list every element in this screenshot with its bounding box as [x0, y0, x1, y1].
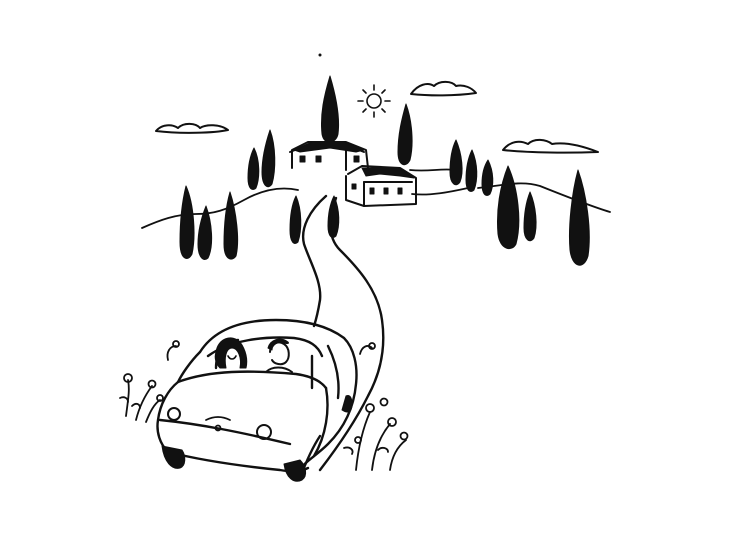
bird-dot	[318, 53, 322, 57]
wildflowers-right	[343, 342, 409, 471]
cypress-trees	[179, 75, 590, 266]
sun-icon	[357, 84, 391, 118]
car-headlights	[167, 407, 272, 440]
vintage-car-with-couple	[156, 318, 358, 482]
cypress-tree	[327, 195, 340, 239]
driver-man	[265, 338, 293, 373]
cypress-tree	[321, 75, 339, 143]
cypress-tree	[179, 185, 195, 259]
cypress-tree	[197, 205, 213, 260]
car-wheels	[161, 395, 353, 482]
cypress-tree	[568, 169, 590, 266]
cypress-tree	[289, 195, 302, 244]
cypress-tree	[449, 139, 463, 186]
cypress-tree	[497, 165, 520, 250]
cypress-tree	[481, 159, 494, 197]
hilltop-village	[289, 141, 417, 207]
cypress-tree	[523, 191, 537, 242]
wildflowers-left	[119, 340, 180, 423]
cypress-tree	[223, 191, 239, 260]
cloud-left	[155, 122, 229, 134]
cypress-tree	[247, 147, 260, 191]
cloud-top-right	[410, 80, 477, 97]
passenger-woman	[214, 337, 248, 369]
cypress-tree	[261, 129, 276, 188]
rolling-hills	[141, 168, 611, 229]
car-grille	[205, 416, 231, 432]
cypress-tree	[397, 103, 413, 166]
cloud-right	[502, 138, 599, 154]
cypress-tree	[465, 149, 478, 193]
